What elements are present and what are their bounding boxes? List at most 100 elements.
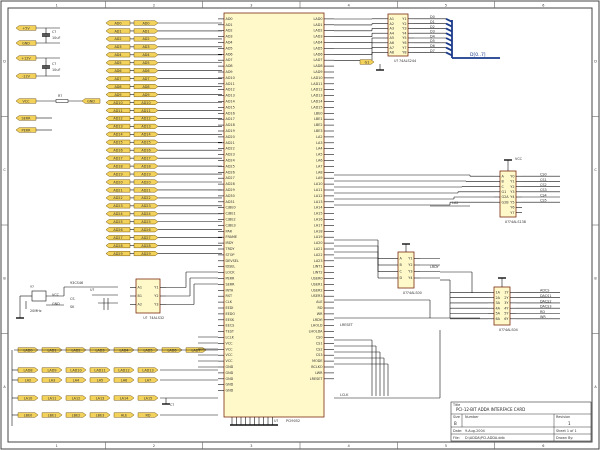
pin-name: VCC [226, 359, 234, 363]
pin-name: INTA [226, 288, 234, 292]
chip-body [223, 12, 325, 418]
pin-name: AD5 [226, 46, 233, 50]
crystal-value: 20MHz [30, 309, 42, 313]
net-port-label: AD28 [141, 244, 150, 248]
zone-col-bottom: 6 [542, 444, 544, 448]
net-port-label: AD29 [141, 252, 150, 256]
bus-entry [445, 37, 453, 42]
pin-name: VCC [52, 293, 60, 297]
pin-name: CLK [226, 300, 233, 304]
net-port-label: AD13 [141, 125, 150, 129]
pin-name: AD17 [226, 117, 235, 121]
net-port [133, 187, 159, 193]
net-port [133, 219, 159, 225]
net-label: CS1 [540, 178, 547, 182]
number-label: Number [465, 415, 479, 419]
net-port [133, 44, 159, 50]
net-port-label: LAD11 [94, 368, 105, 372]
pin-name: AD1 [226, 23, 233, 27]
pin-name: C [502, 185, 505, 189]
net-label: RD [540, 310, 545, 314]
net-port-label: LBE2 [72, 413, 81, 417]
pin-name: 5A [496, 312, 501, 316]
pin-name: GND [226, 365, 234, 369]
net-port-label: AD10 [141, 101, 150, 105]
chip-ref: U? [274, 419, 278, 423]
net-label: LRDY [430, 265, 440, 269]
net-port-label: LA12 [72, 396, 81, 400]
pin-name: LAD11 [311, 82, 322, 86]
pin-name: LA18 [314, 229, 323, 233]
net-label: ADCS [540, 289, 549, 293]
net-port-label: AD0 [114, 21, 121, 25]
pci9052-chip: AD0AD1AD2AD3AD4AD5AD6AD7AD8AD9AD10AD11AD… [218, 12, 334, 426]
pin-name: C/BE3 [226, 223, 236, 227]
pin-name: AD3 [226, 35, 233, 39]
pin-name: ALE [316, 300, 322, 304]
net-port-label: AD10 [113, 101, 122, 105]
pin-name: LA19 [314, 235, 323, 239]
cap-ref: C? [52, 30, 56, 34]
net-label: DACS3 [540, 305, 552, 309]
pin-name: LAD7 [313, 58, 322, 62]
net-port-label: LBE0 [24, 413, 33, 417]
power-decoupling-block: +5VC?10uFGND+12VC?10uF-12VVCCR?GNDSERRPE… [15, 25, 101, 133]
pin-name: Y5 [510, 200, 514, 204]
pin-name: A8 [390, 51, 394, 55]
pin-name: LINT1 [313, 265, 323, 269]
net-port [113, 367, 135, 373]
net-port-label: AD5 [114, 61, 121, 65]
chip-part: 74ALS244 [399, 59, 416, 63]
net-port [133, 36, 159, 42]
net-port-label: AD25 [113, 220, 122, 224]
pin-name: LA12 [314, 194, 323, 198]
zone-col-bottom: 5 [445, 444, 447, 448]
pin-name: AD0 [226, 17, 233, 21]
net-port [133, 60, 159, 66]
net-port-label: LA11 [48, 396, 57, 400]
pin-name: C/BE1 [226, 212, 236, 216]
size-value: B [454, 421, 457, 426]
net-port-label: AD6 [114, 69, 121, 73]
pin-name: AD22 [226, 147, 235, 151]
net-port-label: AD9 [142, 93, 149, 97]
net-port-label: LA5 [97, 378, 103, 382]
net-port [89, 412, 111, 418]
net-label: WR [540, 315, 546, 319]
zone-col-top: 5 [445, 4, 447, 8]
net-port [133, 123, 159, 129]
net-port [133, 139, 159, 145]
pin-name: 1Y [504, 291, 509, 295]
pin-name: AD7 [226, 58, 233, 62]
pin-name: C/BE0 [226, 206, 236, 210]
net-port-label: AD12 [141, 117, 150, 121]
net-port [133, 20, 159, 26]
pin-name: LINT2 [313, 271, 323, 275]
net-port [133, 147, 159, 153]
net-label: D5 [430, 39, 435, 43]
pin-name: Y1 [154, 286, 158, 290]
net-port-label: PERR [22, 128, 32, 132]
net-port [133, 211, 159, 217]
chip-body [135, 278, 161, 314]
zone-col-bottom: 2 [153, 444, 155, 448]
net-port [89, 377, 111, 383]
net-port [113, 395, 135, 401]
pin-name: B1 [138, 294, 142, 298]
net-port-label: AD15 [141, 141, 150, 145]
pin-name: SERR [226, 282, 236, 286]
pin-name: G2A [502, 195, 510, 199]
net-label: CS2 [540, 183, 547, 187]
net-port-label: -12V [22, 74, 31, 78]
net-port-label: GND [87, 99, 95, 103]
net-port [133, 107, 159, 113]
net-port [137, 377, 159, 383]
pin-name: LWR [315, 371, 323, 375]
pin-name: LRDYi [313, 318, 323, 322]
pin-name: LAD14 [311, 100, 322, 104]
inverter-04-chip: 1A2A3A4A5A6A1Y2Y3Y4Y5Y6YU?74ALS04ADCSDAC… [334, 277, 560, 332]
